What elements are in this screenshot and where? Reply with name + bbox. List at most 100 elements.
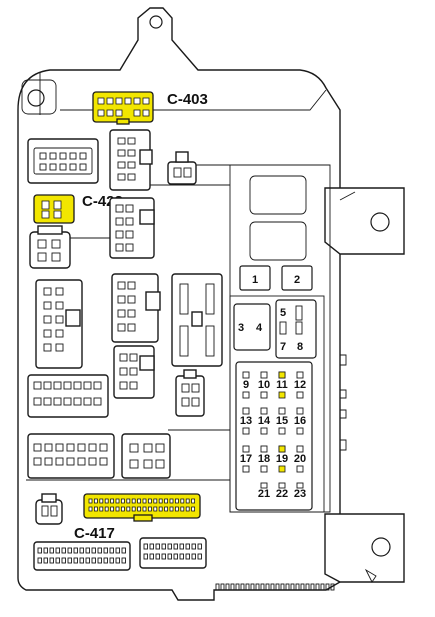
fuse-13-slot-bottom: [242, 427, 250, 435]
bottom-tooth: [275, 583, 280, 591]
fuse-20-label: 20: [294, 453, 306, 465]
right-side-clips: [340, 354, 347, 451]
long-connector-pin: [185, 543, 190, 550]
long-connector-pin: [197, 543, 202, 550]
c417-pin: [185, 506, 190, 512]
bottom-tooth: [270, 583, 275, 591]
connector-small-top: [167, 151, 197, 185]
c417-pin: [180, 506, 185, 512]
long-connector-pin: [173, 543, 178, 550]
connector-center: [111, 273, 161, 343]
bottom-tooth: [255, 583, 260, 591]
fuse-11-slot-bottom: [278, 391, 286, 399]
fuse-19-label: 19: [276, 453, 288, 465]
long-connector-pin: [73, 547, 78, 554]
c417-pin: [174, 498, 179, 504]
connector-bottom-long-2: [139, 537, 207, 569]
fuse-2-label: 2: [294, 274, 300, 286]
c417-pin: [153, 506, 158, 512]
connector-bottom-long-1: [33, 541, 131, 571]
fuse-22-slot-top: [278, 482, 286, 489]
c417-pin: [99, 498, 104, 504]
long-connector-pin: [55, 547, 60, 554]
bottom-tooth: [305, 583, 310, 591]
fuse-15-slot-top: [278, 407, 286, 415]
c417-pin: [104, 506, 109, 512]
long-connector-pin: [149, 543, 154, 550]
c417-pin: [94, 506, 98, 512]
c417-pin: [110, 506, 114, 512]
long-connector-pin: [115, 557, 120, 564]
connector-bottom-left: [27, 433, 115, 479]
bottom-tooth: [245, 583, 250, 591]
long-connector-pin: [43, 547, 48, 554]
long-connector-pin: [67, 557, 72, 564]
label-c417: C-417: [74, 525, 115, 542]
fuse-10-slot-bottom: [260, 391, 268, 399]
long-connector-pin: [197, 553, 202, 560]
long-connector-pin: [37, 547, 42, 554]
fuse-11-highlight: [278, 371, 286, 379]
fuse-3-4-housing: [233, 303, 271, 351]
fuse-23-slot-top: [296, 482, 304, 489]
fuse-13-label: 13: [240, 415, 252, 427]
long-connector-pin: [55, 557, 60, 564]
fuse-17-slot-bottom: [242, 465, 250, 473]
fuse-9-label: 9: [243, 379, 249, 391]
fuse-9-slot-top: [242, 371, 250, 379]
connector-c417[interactable]: [83, 493, 201, 522]
fuse-14-label: 14: [258, 415, 271, 427]
c417-pin: [115, 498, 120, 504]
fuse-15-slot-bottom: [278, 427, 286, 435]
long-connector-pin: [79, 547, 84, 554]
long-connector-pin: [85, 557, 90, 564]
fuse-19-slot-bottom: [278, 465, 286, 473]
long-connector-pin: [173, 553, 178, 560]
long-connector-pin: [61, 557, 66, 564]
connector-small-mid: [175, 369, 205, 417]
c417-pin: [110, 498, 114, 504]
fuse-4-label: 4: [256, 322, 263, 334]
bottom-tooth: [330, 583, 335, 591]
c417-pin: [169, 498, 174, 504]
fuse-19-highlight: [278, 445, 286, 453]
c417-pin: [158, 498, 163, 504]
c417-pin: [121, 498, 125, 504]
fuse-1-label: 1: [252, 274, 258, 286]
bottom-tooth: [315, 583, 320, 591]
long-connector-pin: [161, 543, 166, 550]
long-connector-pin: [121, 557, 126, 564]
connector-upper-left: [27, 138, 99, 184]
long-connector-pin: [91, 547, 96, 554]
c417-pin: [164, 506, 169, 512]
bottom-tooth: [290, 583, 295, 591]
c417-pin: [174, 506, 179, 512]
bottom-tooth: [325, 583, 330, 591]
connector-top-middle: [109, 129, 153, 191]
long-connector-pin: [155, 543, 160, 550]
fuse-9-slot-bottom: [242, 391, 250, 399]
connector-middle-1: [109, 197, 155, 259]
c417-pin: [99, 506, 104, 512]
long-connector-pin: [161, 553, 166, 560]
c417-pin: [104, 498, 109, 504]
connector-c403[interactable]: [92, 91, 154, 125]
fuse-15-label: 15: [276, 415, 288, 427]
long-connector-pin: [179, 553, 184, 560]
fuse-16-slot-bottom: [296, 427, 304, 435]
fuse-14-slot-top: [260, 407, 268, 415]
fuse-2: [281, 265, 313, 291]
fuse-10-label: 10: [258, 379, 270, 391]
fuse-16-label: 16: [294, 415, 306, 427]
fuse-16-slot-top: [296, 407, 304, 415]
connector-c423[interactable]: [33, 194, 75, 224]
label-c403: C-403: [167, 91, 208, 108]
fuse-12-slot-bottom: [296, 391, 304, 399]
long-connector-pin: [67, 547, 72, 554]
fuse-17-label: 17: [240, 453, 252, 465]
long-connector-pin: [143, 543, 148, 550]
fuse-17-slot-top: [242, 445, 250, 453]
c417-pin: [137, 498, 142, 504]
